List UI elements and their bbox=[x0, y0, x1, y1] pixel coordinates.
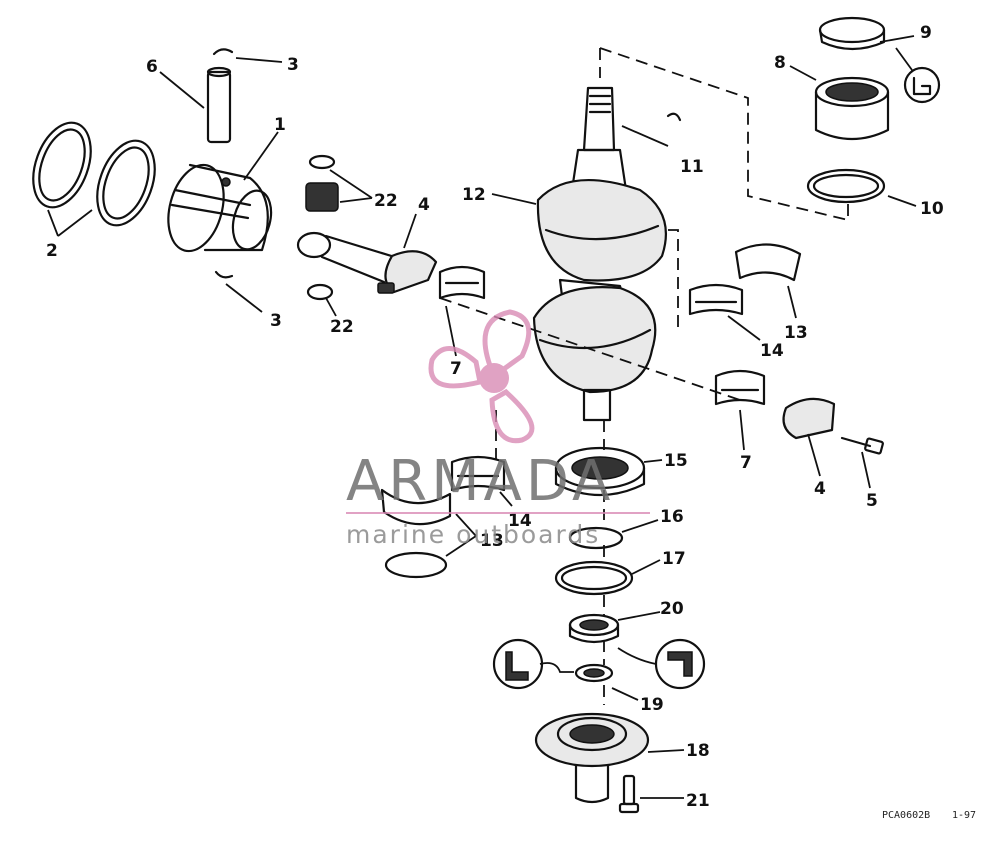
callout-4-cap: 4 bbox=[814, 479, 826, 499]
propeller-logo-icon bbox=[428, 309, 535, 444]
callout-9: 9 bbox=[920, 23, 932, 43]
piston bbox=[167, 163, 273, 253]
callout-18: 18 bbox=[686, 741, 710, 761]
bearing-cage-upper bbox=[438, 265, 486, 300]
callout-14-right: 14 bbox=[760, 341, 784, 361]
callout-3-top: 3 bbox=[287, 55, 299, 75]
watermark-tagline: marine outboards bbox=[346, 520, 600, 549]
watermark-divider bbox=[346, 512, 650, 514]
bearing-cage-right-lower bbox=[714, 369, 766, 406]
figure-date: 1-97 bbox=[952, 810, 976, 821]
callout-12: 12 bbox=[462, 185, 486, 205]
callout-21: 21 bbox=[686, 791, 710, 811]
watermark-brand: ARMADA bbox=[346, 449, 614, 514]
callout-22-top: 22 bbox=[374, 191, 398, 211]
retaining-ring-top bbox=[212, 48, 234, 56]
main-bearing bbox=[814, 76, 890, 140]
callout-7-left: 7 bbox=[450, 359, 462, 379]
callout-8: 8 bbox=[774, 53, 786, 73]
callout-4-rod: 4 bbox=[418, 195, 430, 215]
figure-code: PCA0602B bbox=[882, 810, 930, 821]
callout-22-bottom: 22 bbox=[330, 317, 354, 337]
piston-rings bbox=[32, 121, 156, 227]
needle-bearing-washers bbox=[305, 154, 339, 301]
callout-10: 10 bbox=[920, 199, 944, 219]
ball-bearing bbox=[554, 446, 646, 497]
callout-6: 6 bbox=[146, 57, 158, 77]
callout-2: 2 bbox=[46, 241, 58, 261]
callout-19: 19 bbox=[640, 695, 664, 715]
callout-13-right: 13 bbox=[784, 323, 808, 343]
housing-screw bbox=[618, 774, 640, 814]
callout-13-left: 13 bbox=[480, 531, 504, 551]
lower-o-ring bbox=[384, 551, 448, 579]
connecting-rod bbox=[296, 231, 438, 294]
callout-1: 1 bbox=[274, 115, 286, 135]
seal-detail-left-icon bbox=[492, 638, 544, 690]
bearing-race-right bbox=[734, 243, 802, 282]
seal-detail-right-icon bbox=[654, 638, 706, 690]
crankshaft bbox=[532, 86, 667, 422]
seal-upper bbox=[568, 613, 620, 644]
o-ring bbox=[806, 168, 886, 204]
callout-17: 17 bbox=[662, 549, 686, 569]
rod-cap-screw bbox=[840, 436, 884, 455]
bearing-race-lower bbox=[380, 488, 452, 526]
callout-labels: 1 2 3 3 4 4 5 6 7 7 8 9 10 11 12 13 13 1… bbox=[46, 23, 944, 811]
leader-lines bbox=[47, 35, 917, 799]
rod-cap bbox=[782, 397, 836, 440]
retaining-ring bbox=[568, 526, 624, 550]
callout-15: 15 bbox=[664, 451, 688, 471]
seal-lower bbox=[574, 663, 614, 683]
bearing-housing bbox=[534, 712, 650, 804]
callout-16: 16 bbox=[660, 507, 684, 527]
large-o-ring bbox=[554, 560, 634, 596]
callout-3-bottom: 3 bbox=[270, 311, 282, 331]
retaining-ring-bottom bbox=[214, 270, 234, 279]
key-clip bbox=[666, 112, 682, 122]
seal-detail-icon bbox=[903, 66, 941, 104]
bearing-cage-right bbox=[688, 283, 744, 316]
seal-ring bbox=[818, 16, 886, 51]
callout-5: 5 bbox=[866, 491, 878, 511]
watermark: ARMADA marine outboards bbox=[346, 309, 650, 549]
callout-14-left: 14 bbox=[508, 511, 532, 531]
callout-11: 11 bbox=[680, 157, 704, 177]
figure-reference: PCA0602B 1-97 bbox=[882, 810, 976, 821]
callout-7-right: 7 bbox=[740, 453, 752, 473]
wrist-pin bbox=[206, 66, 232, 144]
bearing-cage-lower bbox=[450, 455, 506, 492]
callout-20: 20 bbox=[660, 599, 684, 619]
